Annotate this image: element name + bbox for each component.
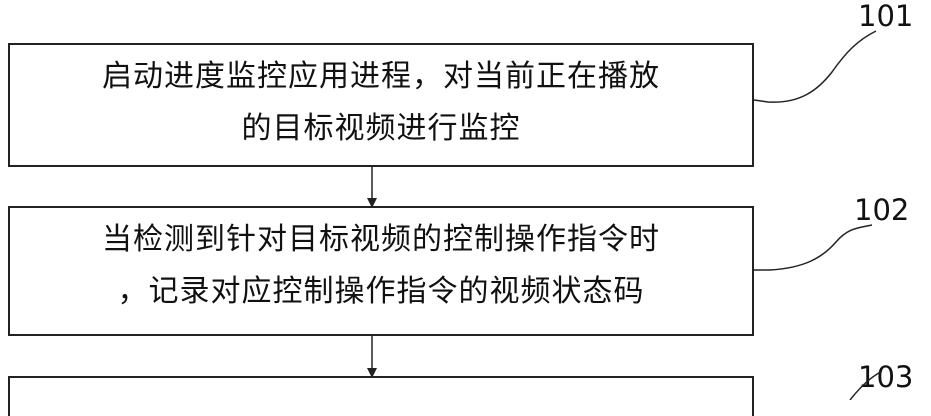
step-101-line-1: 启动进度监控应用进程，对当前正在播放 (102, 59, 660, 94)
step-number-102: 102 (854, 193, 910, 227)
step-101-line-2: 的目标视频进行监控 (241, 111, 521, 146)
step-number-101: 101 (858, 0, 914, 33)
step-102-line-1: 当检测到针对目标视频的控制操作指令时 (102, 222, 660, 257)
connectors (367, 30, 883, 400)
leader-line-101 (753, 30, 877, 103)
step-box-102: 当检测到针对目标视频的控制操作指令时 ，记录对应控制操作指令的视频状态码 (8, 206, 754, 336)
step-box-101: 启动进度监控应用进程，对当前正在播放 的目标视频进行监控 (8, 43, 754, 167)
leader-line-102 (754, 224, 873, 271)
step-102-line-2: ，记录对应控制操作指令的视频状态码 (117, 274, 645, 309)
leader-line-103 (849, 370, 883, 400)
flowchart: 启动进度监控应用进程，对当前正在播放 的目标视频进行监控 当检测到针对目标视频的… (8, 0, 914, 416)
step-number-103: 103 (858, 360, 914, 394)
